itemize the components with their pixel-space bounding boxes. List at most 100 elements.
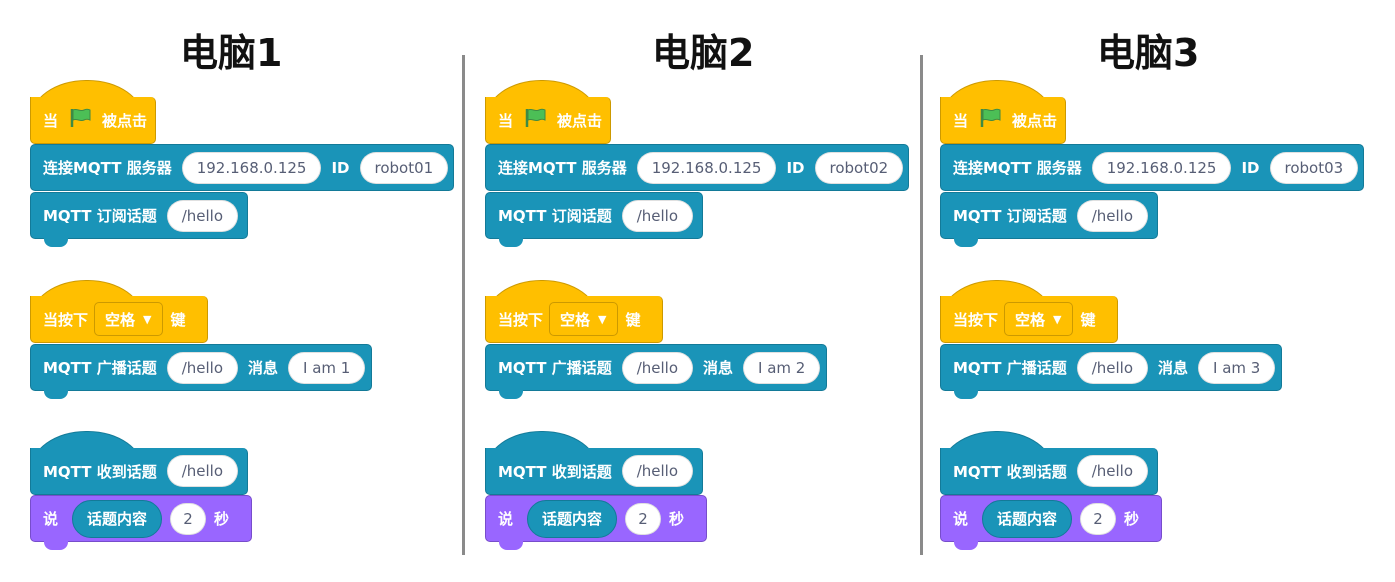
client-id-input[interactable]: robot03 [1269,151,1359,184]
say-for-secs-block[interactable]: 说 话题内容 2 秒 [485,495,707,542]
block-text: 连接MQTT 服务器 [43,159,172,177]
block-text: 被点击 [557,111,603,130]
block-notch [954,541,978,550]
mqtt-connect-block[interactable]: 连接MQTT 服务器 192.168.0.125 ID robot03 [940,144,1364,191]
message-input[interactable]: I am 1 [288,351,366,384]
seconds-input[interactable]: 2 [1080,502,1117,535]
block-text: MQTT 收到话题 [498,462,612,481]
green-flag-icon [978,107,1002,133]
green-flag-icon [523,107,547,133]
dropdown-value: 空格 [560,310,591,329]
column-computer-3: 电脑3 当 被点击 连接MQTT 服务器 192.168.0.125 ID ro… [940,0,1380,582]
topic-input[interactable]: /hello [621,455,694,487]
topic-input[interactable]: /hello [166,199,239,232]
block-text: ID [1241,158,1260,177]
mqtt-receive-block[interactable]: MQTT 收到话题 /hello [485,448,703,495]
mqtt-publish-block[interactable]: MQTT 广播话题 /hello 消息 I am 1 [30,344,372,391]
key-dropdown[interactable]: 空格 ▼ [549,302,618,336]
block-text: 秒 [669,510,685,528]
topic-input[interactable]: /hello [1076,199,1149,232]
block-notch [499,238,523,247]
block-text: 键 [625,310,641,329]
caret-down-icon: ▼ [1053,312,1062,326]
column-computer-2: 电脑2 当 被点击 连接MQTT 服务器 192.168.0.125 ID ro… [485,0,925,582]
block-text: MQTT 广播话题 [498,359,612,377]
block-notch [954,390,978,399]
block-text: 键 [170,310,186,329]
block-text: 说 [953,510,969,528]
topic-input[interactable]: /hello [166,351,239,384]
say-for-secs-block[interactable]: 说 话题内容 2 秒 [30,495,252,542]
block-text: 说 [43,510,59,528]
block-text: MQTT 订阅话题 [43,207,157,225]
column-title: 电脑3 [1097,31,1200,75]
mqtt-subscribe-block[interactable]: MQTT 订阅话题 /hello [30,192,248,239]
seconds-input[interactable]: 2 [625,502,662,535]
block-text: 当按下 [953,310,999,329]
block-text: 键 [1080,310,1096,329]
column-divider [462,55,465,555]
block-text: ID [786,158,805,177]
block-text: MQTT 收到话题 [953,462,1067,481]
column-divider [920,55,923,555]
topic-input[interactable]: /hello [621,351,694,384]
mqtt-subscribe-block[interactable]: MQTT 订阅话题 /hello [940,192,1158,239]
topic-input[interactable]: /hello [621,199,694,232]
dropdown-value: 空格 [105,310,136,329]
block-text: 当按下 [43,310,89,329]
message-input[interactable]: I am 3 [1198,351,1276,384]
mqtt-connect-block[interactable]: 连接MQTT 服务器 192.168.0.125 ID robot01 [30,144,454,191]
message-input[interactable]: I am 2 [743,351,821,384]
topic-input[interactable]: /hello [166,455,239,487]
block-notch [954,238,978,247]
when-key-pressed-block[interactable]: 当按下 空格 ▼ 键 [485,296,663,343]
block-text: MQTT 收到话题 [43,462,157,481]
mqtt-publish-block[interactable]: MQTT 广播话题 /hello 消息 I am 2 [485,344,827,391]
when-key-pressed-block[interactable]: 当按下 空格 ▼ 键 [30,296,208,343]
when-key-pressed-block[interactable]: 当按下 空格 ▼ 键 [940,296,1118,343]
seconds-input[interactable]: 2 [170,502,207,535]
block-text: 被点击 [102,111,148,130]
block-text: 说 [498,510,514,528]
block-text: MQTT 订阅话题 [498,207,612,225]
topic-content-reporter[interactable]: 话题内容 [527,499,618,538]
say-for-secs-block[interactable]: 说 话题内容 2 秒 [940,495,1162,542]
server-ip-input[interactable]: 192.168.0.125 [636,151,777,184]
topic-content-reporter[interactable]: 话题内容 [982,499,1073,538]
topic-input[interactable]: /hello [1076,351,1149,384]
key-dropdown[interactable]: 空格 ▼ [1004,302,1073,336]
when-flag-clicked-block[interactable]: 当 被点击 [30,97,156,144]
caret-down-icon: ▼ [143,312,152,326]
client-id-input[interactable]: robot01 [359,151,449,184]
column-computer-1: 电脑1 当 被点击 连接MQTT 服务器 192.168.0.125 ID ro… [30,0,470,582]
server-ip-input[interactable]: 192.168.0.125 [1091,151,1232,184]
block-text: 消息 [248,359,279,377]
block-text: ID [331,158,350,177]
dropdown-value: 空格 [1015,310,1046,329]
block-text: 当 [498,111,514,130]
block-text: MQTT 广播话题 [43,359,157,377]
block-text: 被点击 [1012,111,1058,130]
mqtt-subscribe-block[interactable]: MQTT 订阅话题 /hello [485,192,703,239]
mqtt-connect-block[interactable]: 连接MQTT 服务器 192.168.0.125 ID robot02 [485,144,909,191]
mqtt-publish-block[interactable]: MQTT 广播话题 /hello 消息 I am 3 [940,344,1282,391]
block-notch [499,390,523,399]
block-text: 消息 [1158,359,1189,377]
column-title: 电脑1 [180,31,283,75]
key-dropdown[interactable]: 空格 ▼ [94,302,163,336]
mqtt-receive-block[interactable]: MQTT 收到话题 /hello [30,448,248,495]
server-ip-input[interactable]: 192.168.0.125 [181,151,322,184]
topic-content-reporter[interactable]: 话题内容 [72,499,163,538]
client-id-input[interactable]: robot02 [814,151,904,184]
block-notch [499,541,523,550]
when-flag-clicked-block[interactable]: 当 被点击 [940,97,1066,144]
when-flag-clicked-block[interactable]: 当 被点击 [485,97,611,144]
block-text: 连接MQTT 服务器 [498,159,627,177]
block-text: MQTT 广播话题 [953,359,1067,377]
block-text: MQTT 订阅话题 [953,207,1067,225]
topic-input[interactable]: /hello [1076,455,1149,487]
block-notch [44,541,68,550]
mqtt-receive-block[interactable]: MQTT 收到话题 /hello [940,448,1158,495]
block-text: 消息 [703,359,734,377]
caret-down-icon: ▼ [598,312,607,326]
